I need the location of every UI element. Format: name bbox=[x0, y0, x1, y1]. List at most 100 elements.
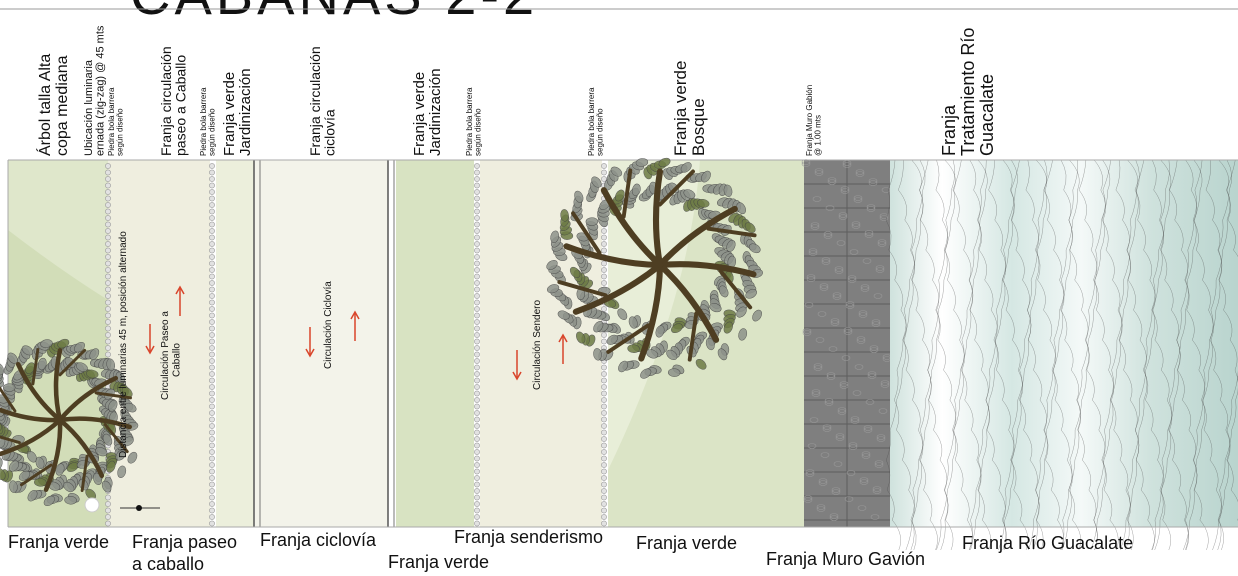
stone-bollard bbox=[209, 507, 215, 514]
stone-bollard bbox=[601, 267, 607, 273]
stone-bollard bbox=[474, 423, 480, 429]
stone-bollard bbox=[474, 280, 480, 286]
stone-bollard bbox=[601, 449, 607, 455]
stone-bollard bbox=[474, 182, 480, 189]
stone-bollard bbox=[209, 442, 215, 449]
stone-bollard bbox=[209, 286, 215, 293]
label-bosque: Franja verde Bosque bbox=[671, 60, 708, 156]
label-distancia-luminarias: Distancia entre luminarias 45 m, posició… bbox=[118, 231, 129, 459]
stone-bollard bbox=[601, 423, 607, 429]
stone-bollard bbox=[209, 319, 215, 325]
stone-bollard bbox=[105, 273, 111, 280]
stone-bollard bbox=[601, 507, 607, 514]
stone-bollard bbox=[474, 442, 480, 449]
bottom-label-gavion: Franja Muro Gavión bbox=[766, 549, 926, 569]
stone-bollard bbox=[474, 215, 480, 221]
stone-bollard bbox=[105, 507, 111, 514]
stone-bollard bbox=[209, 403, 215, 410]
arrow-sendero-down bbox=[512, 350, 522, 381]
stone-bollard bbox=[105, 247, 111, 254]
bottom-label-ciclovia: Franja ciclovía bbox=[260, 530, 377, 550]
stone-bollard bbox=[474, 371, 480, 377]
stone-bollard bbox=[209, 475, 215, 481]
stone-bollard bbox=[209, 325, 215, 332]
stone-bollard bbox=[474, 306, 480, 312]
stone-bollard bbox=[474, 195, 480, 202]
strip-paseo bbox=[108, 160, 210, 527]
stone-bollard bbox=[209, 468, 215, 475]
stone-bollard bbox=[209, 267, 215, 273]
stone-bollard bbox=[474, 488, 480, 494]
stone-bollard bbox=[474, 163, 480, 169]
bottom-label-verde-1: Franja verde bbox=[8, 532, 110, 552]
stone-bollard bbox=[209, 364, 215, 371]
stone-bollard bbox=[601, 273, 607, 280]
stone-bollard bbox=[474, 403, 480, 410]
stone-bollard bbox=[601, 429, 607, 436]
label-ciclovia: Franja circulación ciclovía bbox=[307, 46, 338, 156]
stone-bollard bbox=[474, 293, 480, 299]
stone-bollard bbox=[209, 312, 215, 319]
stone-bollard bbox=[601, 514, 607, 520]
bottom-label-verde-3: Franja verde bbox=[636, 533, 738, 553]
stone-bollard bbox=[209, 384, 215, 390]
stone-bollard bbox=[209, 429, 215, 436]
stone-bollard bbox=[105, 260, 111, 267]
stone-bollard bbox=[474, 455, 480, 462]
stone-bollard bbox=[105, 494, 111, 501]
stone-bollard bbox=[105, 332, 111, 338]
arrow-sendero-up bbox=[558, 333, 568, 364]
luminaria-dot bbox=[136, 505, 142, 511]
stone-bollard bbox=[474, 449, 480, 455]
stone-bollard bbox=[474, 397, 480, 403]
stone-bollard bbox=[601, 371, 607, 377]
stone-bollard bbox=[601, 410, 607, 416]
stone-bollard bbox=[474, 364, 480, 371]
stone-bollard bbox=[209, 423, 215, 429]
stone-bollard bbox=[209, 449, 215, 455]
stone-bollard bbox=[209, 215, 215, 221]
stone-bollard bbox=[474, 299, 480, 306]
label-piedra-3: Piedra bola barrera según diseño bbox=[465, 87, 483, 156]
stone-bollard bbox=[105, 306, 111, 312]
strip-jardin-1 bbox=[216, 160, 254, 527]
stone-bollard bbox=[601, 403, 607, 410]
stone-bollard bbox=[474, 234, 480, 241]
stone-bollard bbox=[601, 475, 607, 481]
stone-bollard bbox=[209, 410, 215, 416]
stone-bollard bbox=[209, 202, 215, 208]
bottom-label-verde-2: Franja verde bbox=[388, 552, 490, 572]
stone-bollard bbox=[105, 280, 111, 286]
stone-bollard bbox=[105, 228, 111, 234]
stone-bollard bbox=[105, 514, 111, 520]
stone-bollard bbox=[105, 351, 111, 358]
stone-bollard bbox=[601, 397, 607, 403]
stone-bollard bbox=[474, 254, 480, 260]
stone-bollard bbox=[474, 176, 480, 182]
stone-bollard bbox=[209, 169, 215, 176]
stone-bollard bbox=[474, 436, 480, 442]
stone-bollard bbox=[474, 221, 480, 228]
stone-bollard bbox=[209, 247, 215, 254]
label-piedra-1: Piedra bola barrera según diseño bbox=[107, 87, 125, 156]
river-lines bbox=[885, 159, 1238, 551]
stone-bollard bbox=[209, 520, 215, 527]
stone-bollard bbox=[105, 312, 111, 319]
stone-bollard bbox=[105, 169, 111, 176]
stone-bollard bbox=[474, 325, 480, 332]
stone-bollard bbox=[105, 176, 111, 182]
label-jardin-1: Franja verde Jardinización bbox=[221, 68, 254, 156]
stone-bollard bbox=[105, 338, 111, 345]
stone-bollard bbox=[105, 286, 111, 293]
label-circulacion-paseo: Circulación Paseo a Caballo bbox=[160, 311, 183, 400]
stone-bollard bbox=[474, 520, 480, 527]
stone-bollard bbox=[474, 390, 480, 397]
stone-bollard bbox=[209, 501, 215, 507]
stone-bollard bbox=[209, 377, 215, 384]
stone-bollard bbox=[474, 468, 480, 475]
stone-bollard bbox=[474, 332, 480, 338]
stone-bollard bbox=[105, 299, 111, 306]
stone-bollard bbox=[474, 507, 480, 514]
